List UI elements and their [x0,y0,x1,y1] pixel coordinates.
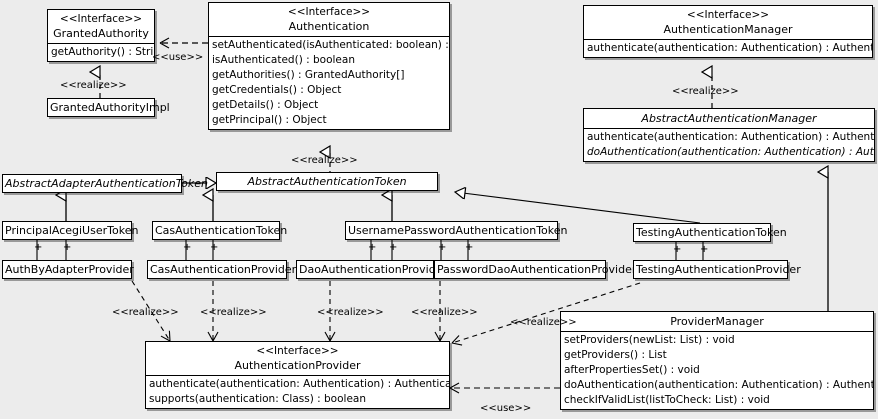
method-item: getDetails() : Object [212,99,319,111]
class-cas-authentication-token[interactable]: CasAuthenticationToken [152,221,288,240]
class-name: TestingAuthenticationProvider [636,263,801,276]
connector-plus-mark: + [63,242,72,253]
edge-label-use-provider-manager: <<use>> [480,403,532,414]
method-compartment: setProviders(newList: List) : void getPr… [561,331,873,409]
connector-plus-mark: + [210,242,219,253]
class-testing-authentication-provider[interactable]: TestingAuthenticationProvider [633,260,801,279]
class-granted-authority-impl[interactable]: GrantedAuthorityImpl [47,98,170,117]
class-header: <<Interface>> AuthenticationProvider [146,342,449,375]
class-name: AuthenticationManager [663,23,793,36]
stereotype-label: <<Interface>> [686,9,770,21]
class-name: ProviderManager [670,315,764,328]
class-name: AbstractAuthenticationToken [247,175,407,188]
method-item: checkIfValidList(listToCheck: List) : vo… [564,394,770,406]
class-dao-authentication-provider[interactable]: DaoAuthenticationProvider [296,260,447,279]
method-item: getProviders() : List [564,349,667,361]
edge-label-use-granted-authority: <<use>> [152,52,204,63]
class-name: AuthByAdapterProvider [5,263,134,276]
class-name: PrincipalAcegiUserToken [5,224,139,237]
class-name: AbstractAdapterAuthenticationToken [5,177,208,190]
class-name: AbstractAuthenticationManager [641,112,817,125]
class-abstract-adapter-authentication-token[interactable]: AbstractAdapterAuthenticationToken [2,174,208,193]
class-abstract-authentication-token[interactable]: AbstractAuthenticationToken [216,172,438,191]
class-abstract-authentication-manager[interactable]: AbstractAuthenticationManager authentica… [583,108,875,162]
edge-label-realize-cas-provider: <<realize>> [200,307,267,318]
class-name: GrantedAuthorityImpl [50,101,170,114]
class-password-dao-authentication-provider[interactable]: PasswordDaoAuthenticationProvider [434,260,637,279]
edge-label-realize-testing-provider: <<realize>> [510,317,577,328]
connector-plus-mark: + [389,242,398,253]
method-item: doAuthentication(authentication: Authent… [587,146,874,158]
method-item: setProviders(newList: List) : void [564,334,735,346]
method-item: doAuthentication(authentication: Authent… [564,379,873,391]
edge-label-realize-authentication-manager: <<realize>> [672,86,739,97]
class-header: <<Interface>> GrantedAuthority [48,10,154,43]
connector-plus-mark: + [183,242,192,253]
method-compartment: getAuthority() : String [48,43,154,61]
class-name: CasAuthenticationProvider [150,263,297,276]
class-header: AbstractAuthenticationManager [584,109,874,128]
class-authentication[interactable]: <<Interface>> Authentication setAuthenti… [208,2,450,130]
method-item: getCredentials() : Object [212,84,342,96]
class-name: CasAuthenticationToken [155,224,288,237]
class-name: GrantedAuthority [53,27,149,40]
stereotype-label: <<Interface>> [287,6,371,18]
method-item: supports(authentication: Class) : boolea… [149,393,366,405]
connector-plus-mark: + [34,242,43,253]
class-header: <<Interface>> AuthenticationManager [584,6,872,39]
method-compartment: authenticate(authentication: Authenticat… [146,375,449,408]
method-compartment: authenticate(authentication: Authenticat… [584,128,874,161]
method-item: authenticate(authentication: Authenticat… [149,378,449,390]
connector-plus-mark: + [465,242,474,253]
edge-label-realize-dao-provider: <<realize>> [317,307,384,318]
class-testing-authentication-token[interactable]: TestingAuthenticationToken [633,223,787,242]
class-auth-by-adapter-provider[interactable]: AuthByAdapterProvider [2,260,134,279]
class-cas-authentication-provider[interactable]: CasAuthenticationProvider [147,260,297,279]
connector-plus-mark: + [673,244,682,255]
class-name: TestingAuthenticationToken [636,226,787,239]
class-name: Authentication [288,20,370,33]
edge-label-realize-authentication-token: <<realize>> [291,155,358,166]
class-name: DaoAuthenticationProvider [299,263,447,276]
stereotype-label: <<Interface>> [256,345,339,357]
class-name: PasswordDaoAuthenticationProvider [437,263,637,276]
class-name: UsernamePasswordAuthenticationToken [348,224,568,237]
edge-label-realize-granted-authority-impl: <<realize>> [60,80,127,91]
connector-plus-mark: + [368,242,377,253]
method-item: setAuthenticated(isAuthenticated: boolea… [212,39,449,51]
method-item: getPrincipal() : Object [212,114,327,126]
method-item: isAuthenticated() : boolean [212,54,355,66]
connector-plus-mark: + [438,242,447,253]
class-header: <<Interface>> Authentication [209,3,449,36]
method-item: authenticate(authentication: Authenticat… [587,131,874,143]
class-authentication-provider[interactable]: <<Interface>> AuthenticationProvider aut… [145,341,450,409]
class-principal-acegi-user-token[interactable]: PrincipalAcegiUserToken [2,221,139,240]
method-item: afterPropertiesSet() : void [564,364,700,376]
stereotype-label: <<Interface>> [59,13,143,25]
class-provider-manager[interactable]: ProviderManager setProviders(newList: Li… [560,311,874,410]
class-name: AuthenticationProvider [234,359,361,372]
class-granted-authority[interactable]: <<Interface>> GrantedAuthority getAuthor… [47,9,155,62]
edge-label-realize-password-dao-provider: <<realize>> [411,307,478,318]
method-compartment: setAuthenticated(isAuthenticated: boolea… [209,36,449,129]
method-item: getAuthorities() : GrantedAuthority[] [212,69,405,81]
method-item: authenticate(authentication: Authenticat… [587,42,872,54]
connector-plus-mark: + [700,244,709,255]
class-header: ProviderManager [561,312,873,331]
edge-label-realize-auth-by-adapter: <<realize>> [112,307,179,318]
class-username-password-authentication-token[interactable]: UsernamePasswordAuthenticationToken [345,221,568,240]
method-item: getAuthority() : String [51,46,154,58]
class-authentication-manager[interactable]: <<Interface>> AuthenticationManager auth… [583,5,873,58]
method-compartment: authenticate(authentication: Authenticat… [584,39,872,57]
